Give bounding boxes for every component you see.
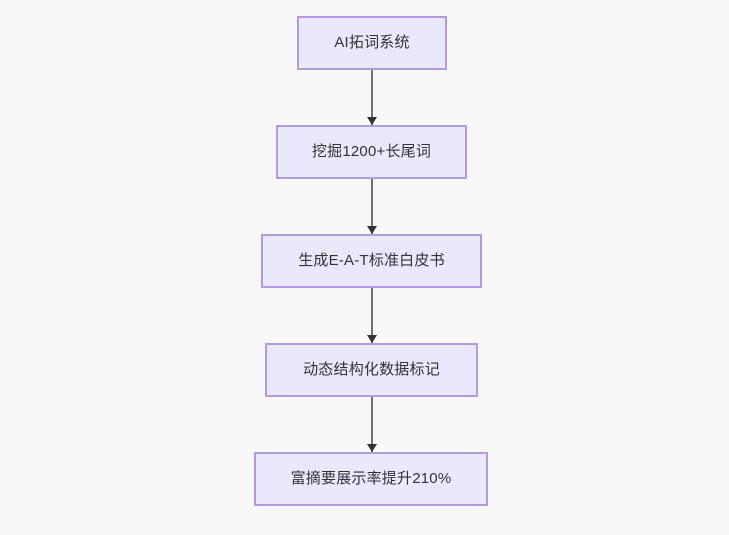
flow-node-label: AI拓词系统 — [334, 34, 410, 51]
edge-node4-to-node5 — [367, 397, 377, 452]
edge-node1-to-node2 — [367, 70, 377, 125]
edge-line — [371, 70, 373, 125]
flow-node-label: 富摘要展示率提升210% — [290, 470, 452, 487]
arrowhead-icon — [367, 117, 377, 125]
edge-node2-to-node3 — [367, 179, 377, 234]
flow-node-rich-snippet-result[interactable]: 富摘要展示率提升210% — [254, 452, 488, 506]
flow-node-label: 生成E-A-T标准白皮书 — [298, 252, 445, 269]
arrowhead-icon — [367, 444, 377, 452]
flow-node-structured-data-markup[interactable]: 动态结构化数据标记 — [265, 343, 478, 397]
flow-node-label: 动态结构化数据标记 — [303, 361, 440, 378]
edge-line — [371, 288, 373, 343]
arrowhead-icon — [367, 226, 377, 234]
edge-node3-to-node4 — [367, 288, 377, 343]
flow-node-label: 挖掘1200+长尾词 — [311, 143, 432, 160]
flow-node-eat-whitepaper[interactable]: 生成E-A-T标准白皮书 — [261, 234, 482, 288]
flow-node-ai-keyword-system[interactable]: AI拓词系统 — [297, 16, 447, 70]
flow-node-longtail-mining[interactable]: 挖掘1200+长尾词 — [276, 125, 467, 179]
edge-line — [371, 179, 373, 234]
edge-line — [371, 397, 373, 452]
arrowhead-icon — [367, 335, 377, 343]
